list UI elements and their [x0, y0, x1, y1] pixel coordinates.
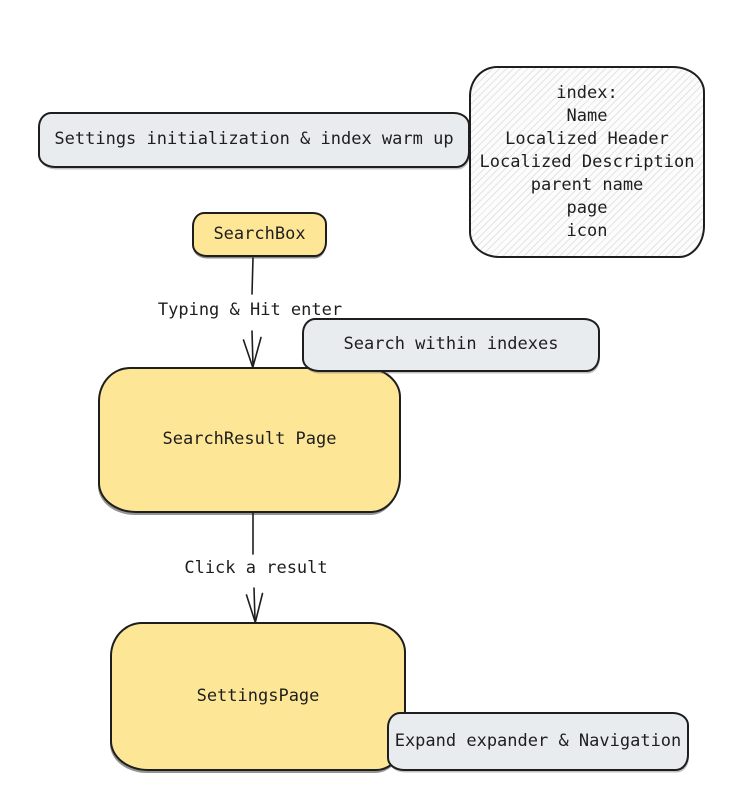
node-settingspage-label: SettingsPage [196, 685, 320, 706]
node-settingspage: SettingsPage [110, 622, 406, 771]
node-expand-expander-navigation: Expand expander & Navigation [387, 712, 689, 771]
node-searchbox-label: SearchBox [213, 223, 306, 244]
index-note-field-localized-description: Localized Description [479, 151, 695, 172]
node-search-within-indexes: Search within indexes [302, 318, 600, 372]
edge-label-click-a-result: Click a result [184, 558, 328, 578]
node-searchbox: SearchBox [192, 212, 327, 257]
index-note-field-icon: icon [566, 220, 608, 241]
node-searchresult-page: SearchResult Page [98, 367, 401, 513]
node-settings-initialization: Settings initialization & index warm up [38, 112, 470, 168]
index-note-field-page: page [566, 197, 608, 218]
index-note-title: index: [556, 82, 618, 103]
edge-label-typing-hit-enter: Typing & Hit enter [157, 300, 343, 320]
index-note-field-parent-name: parent name [530, 174, 644, 195]
node-index-note: index: Name Localized Header Localized D… [469, 66, 705, 258]
node-expand-expander-navigation-label: Expand expander & Navigation [394, 730, 682, 751]
index-note-field-name: Name [566, 105, 608, 126]
node-settings-initialization-label: Settings initialization & index warm up [54, 129, 454, 150]
node-search-within-indexes-label: Search within indexes [343, 334, 559, 355]
node-searchresult-page-label: SearchResult Page [162, 429, 337, 450]
index-note-field-localized-header: Localized Header [505, 128, 669, 149]
